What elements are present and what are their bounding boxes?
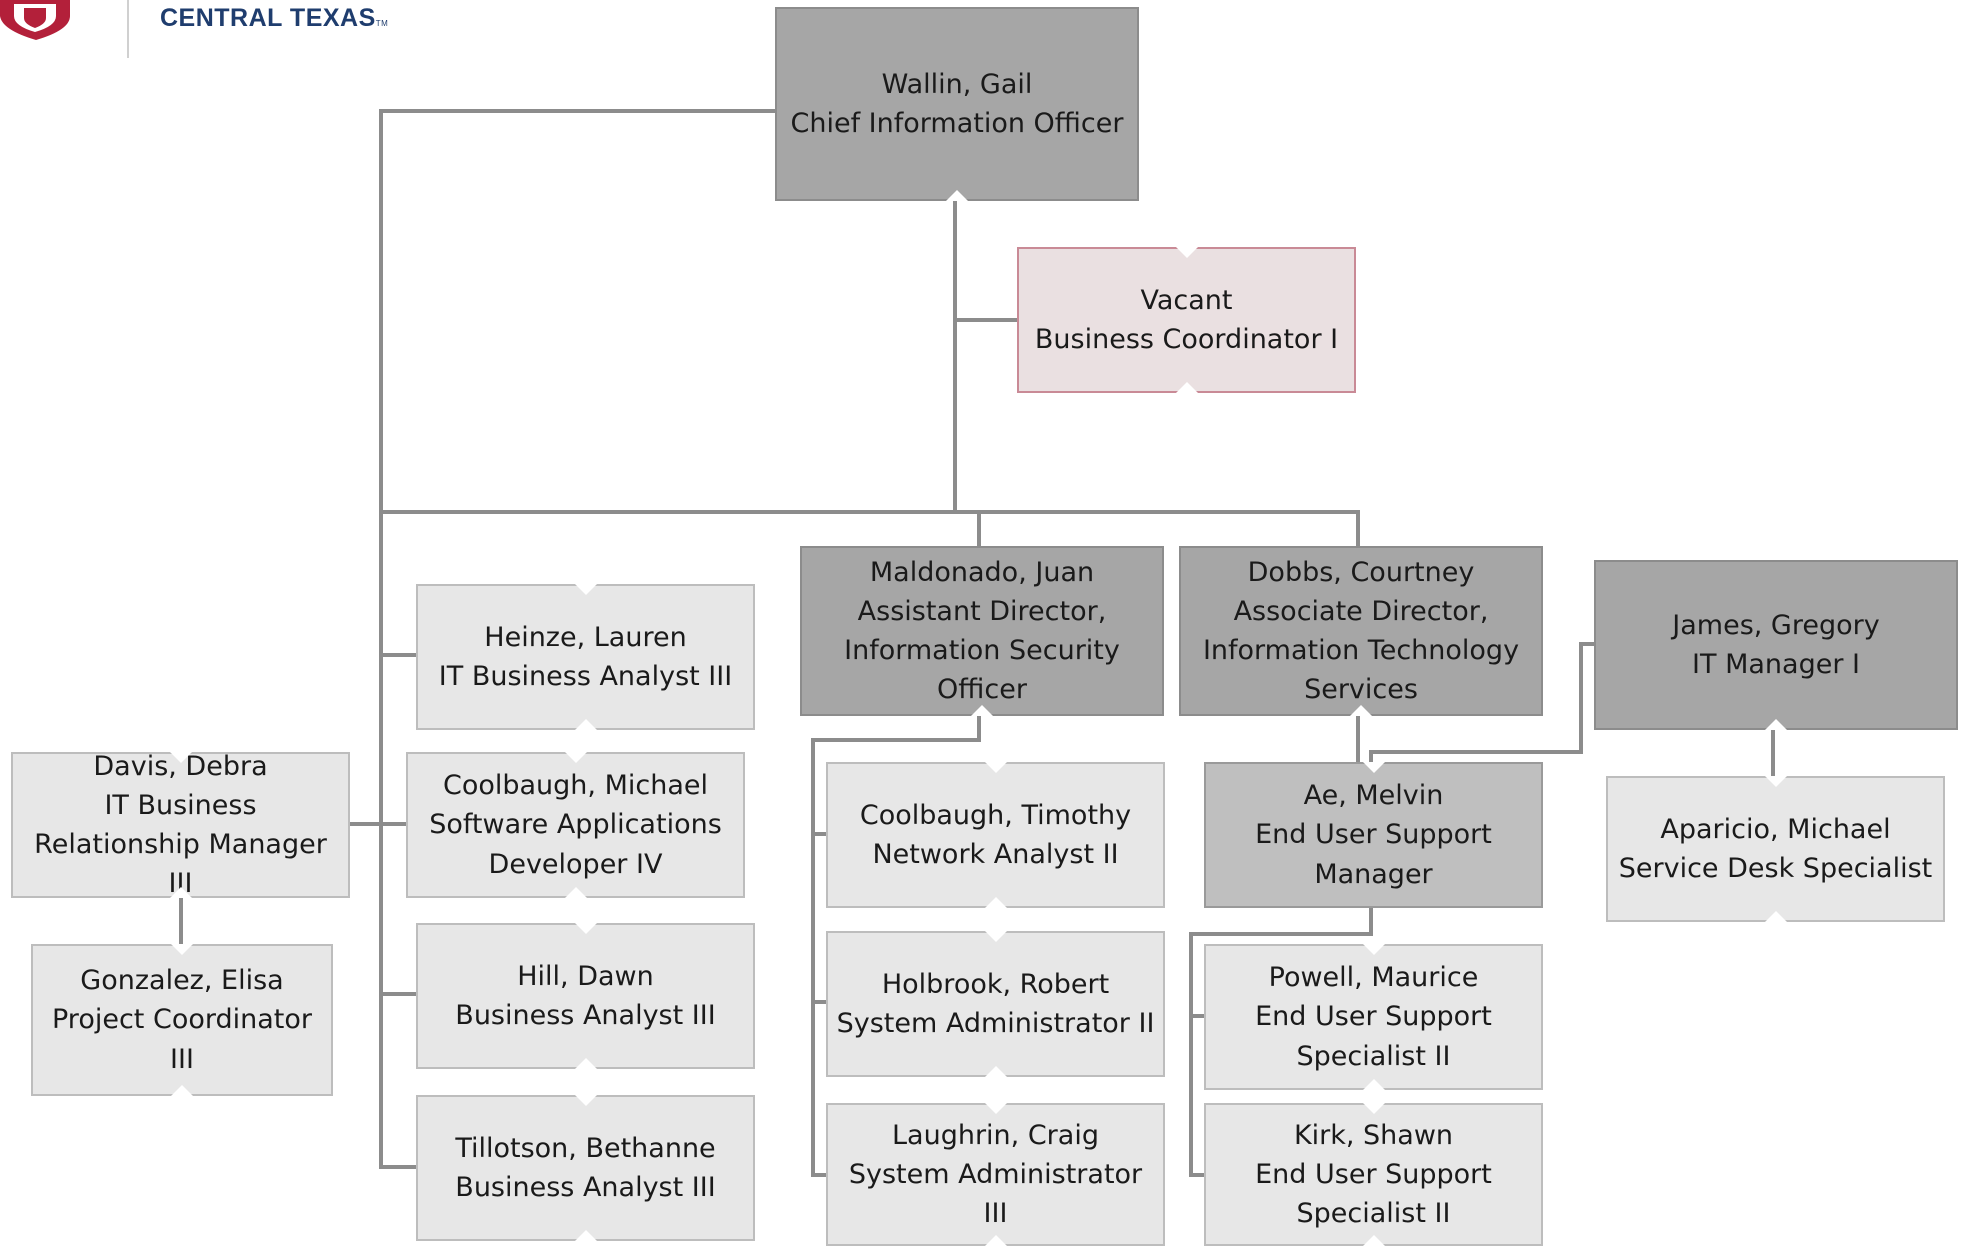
org-node-aparicio[interactable]: Aparicio, Michael Service Desk Specialis… — [1606, 776, 1945, 922]
org-node-vacant[interactable]: Vacant Business Coordinator I — [1017, 247, 1356, 393]
node-title: End User Support Specialist II — [1255, 1158, 1492, 1230]
org-node-gonzalez[interactable]: Gonzalez, Elisa Project Coordinator III — [31, 944, 333, 1096]
node-title: Service Desk Specialist — [1618, 853, 1933, 884]
connector-maldonado-down — [811, 714, 981, 1177]
logo-text: CENTRAL TEXASTM — [160, 4, 389, 32]
org-node-dobbs[interactable]: Dobbs, Courtney Associate Director, Info… — [1179, 546, 1543, 716]
node-title: System Administrator II — [836, 1008, 1155, 1039]
node-name: Tillotson, Bethanne — [455, 1132, 716, 1164]
node-title: Chief Information Officer — [790, 108, 1124, 139]
org-node-laughrin[interactable]: Laughrin, Craig System Administrator III — [826, 1103, 1165, 1246]
node-name: Coolbaugh, Timothy — [859, 799, 1132, 831]
logo-divider — [127, 0, 129, 58]
node-name: Laughrin, Craig — [892, 1119, 1099, 1151]
node-name: Holbrook, Robert — [881, 968, 1110, 1000]
node-title: Business Analyst III — [455, 1172, 716, 1203]
org-node-davis[interactable]: Davis, Debra IT Business Relationship Ma… — [11, 751, 350, 899]
node-title: Network Analyst II — [872, 839, 1119, 870]
logo: CENTRAL TEXASTM — [0, 0, 420, 60]
node-name: Hill, Dawn — [517, 960, 654, 992]
org-node-heinze[interactable]: Heinze, Lauren IT Business Analyst III — [416, 584, 755, 730]
org-node-powell[interactable]: Powell, Maurice End User Support Special… — [1204, 944, 1543, 1090]
connector-bus — [381, 510, 1360, 546]
org-node-cio[interactable]: Wallin, Gail Chief Information Officer — [775, 7, 1139, 201]
org-node-kirk[interactable]: Kirk, Shawn End User Support Specialist … — [1204, 1103, 1543, 1246]
org-node-tillotson[interactable]: Tillotson, Bethanne Business Analyst III — [416, 1095, 755, 1241]
node-name: Coolbaugh, Michael — [442, 770, 709, 802]
org-node-maldonado[interactable]: Maldonado, Juan Assistant Director, Info… — [800, 546, 1164, 716]
org-node-coolbaugh-michael[interactable]: Coolbaugh, Michael Software Applications… — [406, 752, 745, 898]
node-name: Vacant — [1140, 284, 1233, 316]
node-name: Powell, Maurice — [1268, 962, 1479, 994]
node-title: System Administrator III — [848, 1158, 1143, 1230]
org-node-hill[interactable]: Hill, Dawn Business Analyst III — [416, 923, 755, 1069]
logo-trademark: TM — [375, 19, 389, 28]
node-title: Assistant Director, Information Security… — [844, 595, 1120, 706]
node-name: Gonzalez, Elisa — [80, 965, 284, 997]
node-title: IT Business Relationship Manager III — [34, 789, 327, 900]
node-name: James, Gregory — [1672, 609, 1880, 641]
node-title: Associate Director, Information Technolo… — [1202, 595, 1520, 706]
node-title: Software Applications Developer IV — [429, 809, 722, 880]
node-title: IT Business Analyst III — [438, 661, 733, 692]
node-name: Ae, Melvin — [1303, 780, 1444, 812]
node-name: Heinze, Lauren — [484, 621, 687, 653]
node-name: Dobbs, Courtney — [1247, 556, 1475, 588]
node-name: Aparicio, Michael — [1660, 813, 1891, 845]
node-title: End User Support Manager — [1255, 819, 1492, 890]
node-name: Wallin, Gail — [881, 68, 1033, 100]
node-title: End User Support Specialist II — [1255, 1001, 1492, 1072]
shield-logo-icon — [0, 0, 70, 40]
connector-cio-left-trunk — [379, 109, 775, 1169]
org-node-ae[interactable]: Ae, Melvin End User Support Manager — [1204, 762, 1543, 908]
node-name: Davis, Debra — [93, 750, 268, 782]
org-node-holbrook[interactable]: Holbrook, Robert System Administrator II — [826, 931, 1165, 1077]
connector-james — [1369, 642, 1594, 762]
node-title: Business Coordinator I — [1034, 324, 1339, 355]
org-node-coolbaugh-timothy[interactable]: Coolbaugh, Timothy Network Analyst II — [826, 762, 1165, 908]
node-title: IT Manager I — [1692, 649, 1860, 680]
connector-ae-down — [1189, 905, 1373, 1177]
node-title: Project Coordinator III — [52, 1004, 312, 1075]
node-name: Kirk, Shawn — [1293, 1119, 1454, 1151]
node-title: Business Analyst III — [455, 1000, 716, 1031]
node-name: Maldonado, Juan — [869, 556, 1095, 588]
org-node-james[interactable]: James, Gregory IT Manager I — [1594, 560, 1958, 730]
